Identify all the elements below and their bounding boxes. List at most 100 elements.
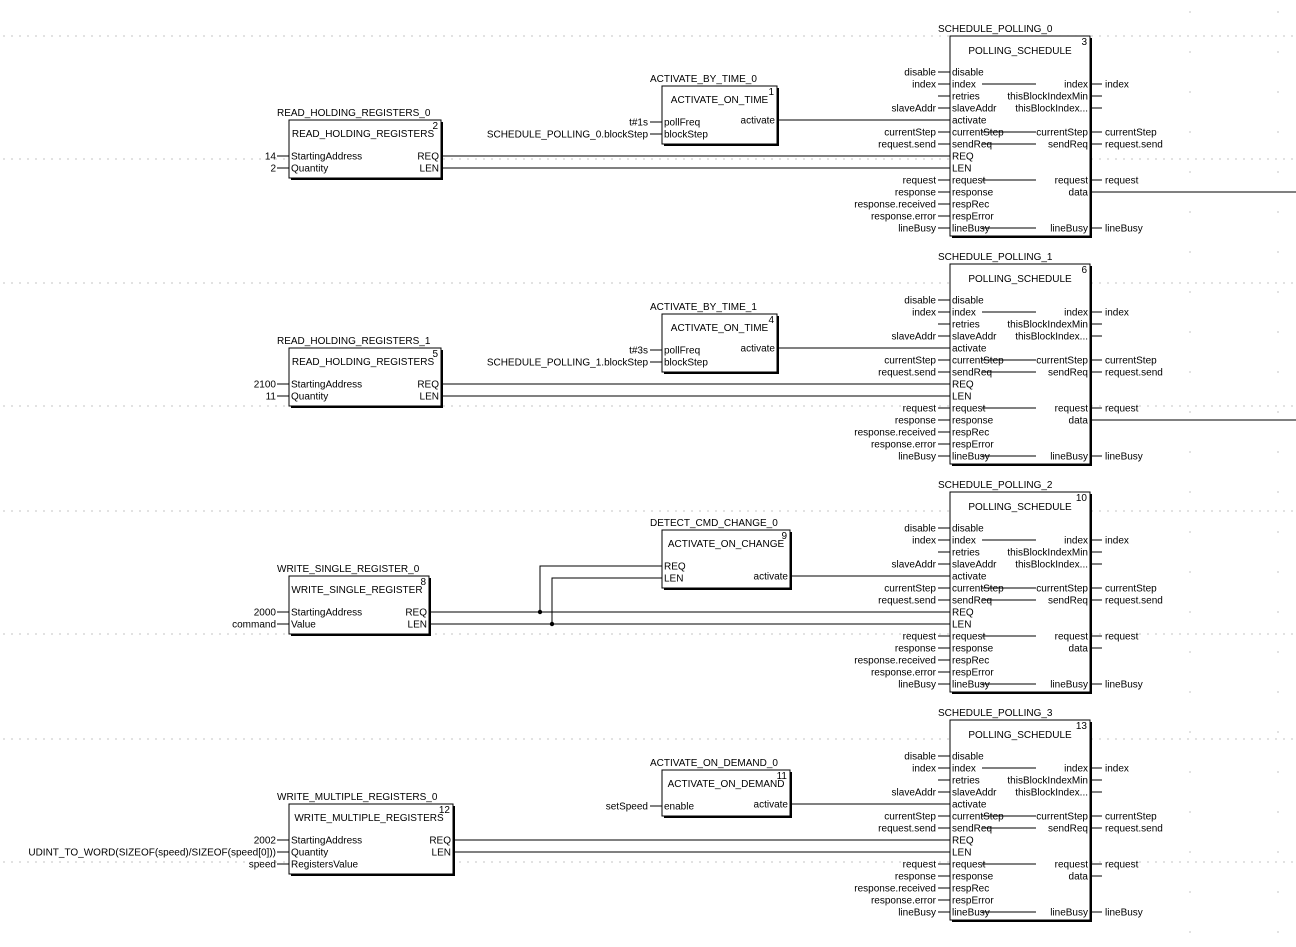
input-variable-currentstep: currentStep (884, 128, 936, 139)
polling-schedule-block[interactable]: SCHEDULE_POLLING_313POLLING_SCHEDULEdisa… (854, 708, 1163, 922)
input-pin-pollfreq: pollFreq (664, 118, 700, 129)
input-variable-linebusy: lineBusy (898, 452, 936, 463)
input-variable-response-received: response.received (854, 884, 936, 895)
input-variable-response: response (895, 416, 937, 427)
input-variable-index: index (912, 308, 936, 319)
input-pin-linebusy: lineBusy (952, 680, 990, 691)
output-pin-activate: activate (741, 116, 776, 127)
modbus-function-block[interactable]: WRITE_SINGLE_REGISTER_08WRITE_SINGLE_REG… (232, 564, 950, 636)
block-number: 12 (439, 805, 451, 816)
output-pin-req: REQ (417, 380, 439, 391)
block-frame[interactable] (288, 347, 442, 407)
block-frame[interactable] (949, 491, 1091, 693)
block-frame[interactable] (949, 719, 1091, 921)
block-number: 1 (768, 87, 774, 98)
output-pin-currentstep: currentStep (1036, 584, 1088, 595)
polling-schedule-block[interactable]: SCHEDULE_POLLING_210POLLING_SCHEDULEdisa… (854, 480, 1163, 694)
block-instance-name: SCHEDULE_POLLING_3 (938, 708, 1053, 719)
input-pin-value: Value (291, 620, 316, 631)
input-pin-activate: activate (952, 344, 987, 355)
block-frame[interactable] (661, 769, 791, 817)
input-pin-response: response (952, 872, 994, 883)
input-pin-quantity: Quantity (291, 164, 328, 175)
block-instance-name: ACTIVATE_BY_TIME_1 (650, 302, 757, 313)
trigger-block[interactable]: ACTIVATE_BY_TIME_0 1ACTIVATE_ON_TIMEactiv… (487, 74, 950, 146)
input-pin-disable: disable (952, 752, 984, 763)
polling-group-3: SCHEDULE_POLLING_313POLLING_SCHEDULEdisa… (28, 708, 1163, 922)
input-pin-index: index (952, 764, 976, 775)
output-variable-currentstep: currentStep (1105, 356, 1157, 367)
input-variable: 2100 (254, 380, 277, 391)
block-frame[interactable] (288, 575, 430, 635)
polling-group-0: SCHEDULE_POLLING_03POLLING_SCHEDULEdisab… (265, 24, 1296, 238)
input-pin-index: index (952, 536, 976, 547)
input-pin-resperror: respError (952, 668, 994, 679)
block-frame[interactable] (949, 263, 1091, 465)
input-variable-request: request (903, 632, 937, 643)
output-pin-thisblockindexmin: thisBlockIndexMin (1007, 548, 1088, 559)
input-pin-response: response (952, 188, 994, 199)
input-pin-disable: disable (952, 296, 984, 307)
block-type-label: POLLING_SCHEDULE (968, 46, 1072, 57)
input-pin-slaveaddr: slaveAddr (952, 104, 997, 115)
block-frame[interactable] (949, 35, 1091, 237)
input-pin-quantity: Quantity (291, 392, 328, 403)
block-number: 5 (432, 349, 438, 360)
input-variable-disable: disable (904, 524, 936, 535)
wire-junction (549, 621, 555, 627)
polling-schedule-block[interactable]: SCHEDULE_POLLING_03POLLING_SCHEDULEdisab… (854, 24, 1296, 238)
input-variable-response-error: response.error (871, 896, 937, 907)
block-type-label: ACTIVATE_ON_TIME (671, 95, 769, 106)
output-variable-request-send: request.send (1105, 368, 1163, 379)
input-pin-sendreq: sendReq (952, 368, 992, 379)
modbus-function-block[interactable]: WRITE_MULTIPLE_REGISTERS_012WRITE_MULTIP… (28, 792, 950, 876)
block-frame[interactable] (288, 119, 442, 179)
block-frame[interactable] (288, 803, 454, 875)
output-pin-sendreq: sendReq (1048, 140, 1088, 151)
output-variable-index: index (1105, 536, 1129, 547)
output-pin-thisblockindexmin: thisBlockIndexMin (1007, 320, 1088, 331)
input-pin-len: LEN (952, 848, 971, 859)
modbus-function-block[interactable]: READ_HOLDING_REGISTERS_15READ_HOLDING_RE… (254, 336, 950, 408)
polling-group-2: SCHEDULE_POLLING_210POLLING_SCHEDULEdisa… (232, 480, 1163, 694)
block-instance-name: ACTIVATE_BY_TIME_0 (650, 74, 757, 85)
input-pin-sendreq: sendReq (952, 824, 992, 835)
output-pin-data: data (1069, 872, 1089, 883)
block-frame[interactable] (661, 529, 791, 589)
input-variable-request-send: request.send (878, 368, 936, 379)
output-pin-linebusy: lineBusy (1050, 224, 1088, 235)
polling-schedule-block[interactable]: SCHEDULE_POLLING_16POLLING_SCHEDULEdisab… (854, 252, 1296, 466)
output-variable-currentstep: currentStep (1105, 128, 1157, 139)
input-pin-sendreq: sendReq (952, 596, 992, 607)
output-pin-data: data (1069, 416, 1089, 427)
input-pin-enable: enable (664, 802, 694, 813)
output-pin-thisblockindexmin: thisBlockIndexMin (1007, 776, 1088, 787)
block-frame[interactable] (661, 313, 778, 373)
output-pin-data: data (1069, 188, 1089, 199)
input-pin-currentstep: currentStep (952, 584, 1004, 595)
modbus-function-block[interactable]: READ_HOLDING_REGISTERS_02READ_HOLDING_RE… (265, 108, 950, 180)
block-number: 4 (768, 315, 774, 326)
output-pin-request: request (1055, 176, 1089, 187)
input-pin-slaveaddr: slaveAddr (952, 560, 997, 571)
input-pin-response: response (952, 644, 994, 655)
output-pin-sendreq: sendReq (1048, 824, 1088, 835)
input-pin-resperror: respError (952, 896, 994, 907)
block-type-label: ACTIVATE_ON_TIME (671, 323, 769, 334)
input-pin-sendreq: sendReq (952, 140, 992, 151)
output-pin-request: request (1055, 860, 1089, 871)
input-pin-resprec: respRec (952, 884, 989, 895)
output-variable-request-send: request.send (1105, 596, 1163, 607)
input-variable: 14 (265, 152, 277, 163)
output-variable-request: request (1105, 404, 1139, 415)
trigger-block[interactable]: ACTIVATE_ON_DEMAND_011ACTIVATE_ON_DEMAND… (606, 758, 950, 818)
input-pin-retries: retries (952, 776, 980, 787)
len-branch-wire (551, 577, 662, 624)
trigger-block[interactable]: ACTIVATE_BY_TIME_14ACTIVATE_ON_TIMEactiv… (487, 302, 950, 374)
input-pin-resprec: respRec (952, 428, 989, 439)
trigger-block[interactable]: DETECT_CMD_CHANGE_09ACTIVATE_ON_CHANGEac… (650, 518, 950, 590)
block-frame[interactable] (661, 85, 778, 145)
input-variable: 2 (270, 164, 276, 175)
input-variable-response-error: response.error (871, 212, 937, 223)
